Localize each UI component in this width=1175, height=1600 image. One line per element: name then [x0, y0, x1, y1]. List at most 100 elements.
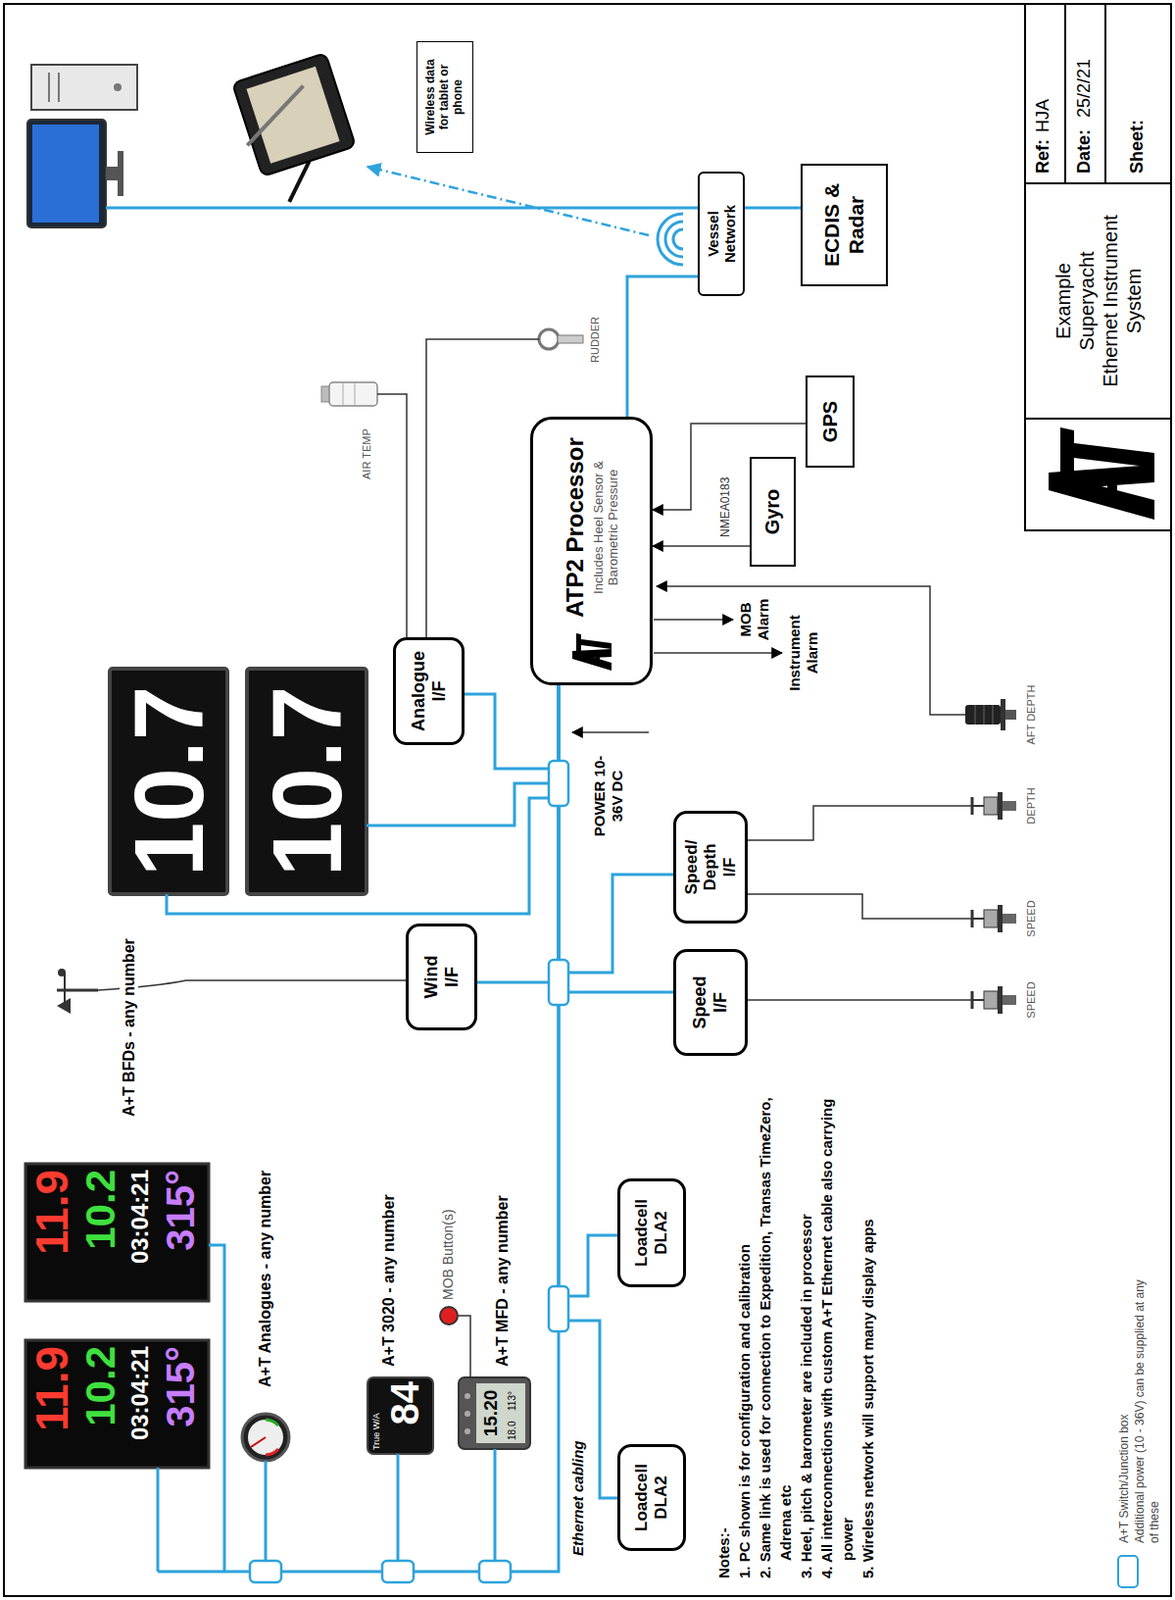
instrument-box: Vessel Network: [697, 171, 745, 296]
ethernet-cable: [396, 1453, 400, 1571]
junction-box: [382, 1560, 414, 1582]
mfd-button: [464, 1410, 471, 1417]
ethernet-cable: [493, 1448, 497, 1571]
pc-stand: [105, 166, 118, 181]
box-title: ECDIS & Radar: [820, 176, 868, 275]
pc-tower-button: [113, 83, 122, 92]
valve-flange: [997, 791, 1003, 820]
legend-text: A+T Switch/Junction box: [1117, 1413, 1132, 1543]
box-title: Analogue I/F: [408, 646, 449, 735]
display-group-label: A+T MFD - any number: [492, 1194, 512, 1367]
wifi-symbol: [665, 221, 684, 257]
instrument-box: ATP2 ProcessorIncludes Heel Sensor & Bar…: [530, 416, 653, 686]
title-divider: [1104, 3, 1107, 184]
note-text: 1. PC shown is for configuration and cal…: [734, 1082, 755, 1578]
display-reading: 84: [382, 1380, 428, 1452]
box-content: Wind I/F: [421, 949, 462, 1004]
air-temp-sensor: [354, 382, 356, 406]
power-arrow: [572, 731, 649, 734]
note-text: 4. All interconnections with custom A+T …: [816, 1082, 858, 1578]
transducer-probe: [1005, 709, 1017, 720]
instrument-box: GPS: [805, 375, 855, 468]
box-title: Loadcell DLA2: [632, 1455, 671, 1539]
box-subtitle: Includes Heel Sensor & Barometric Pressu…: [591, 441, 622, 614]
title-value: HJA: [1032, 98, 1055, 133]
display-reading: 18.0: [505, 1420, 520, 1440]
transducer-body: [965, 704, 1001, 725]
mfd-button: [464, 1392, 471, 1399]
box-content: Loadcell DLA2: [632, 1455, 671, 1539]
callout-label: MOB Button(s): [440, 1208, 457, 1300]
box-content: Vessel Network: [704, 195, 739, 273]
rudder-sensor: [557, 335, 584, 343]
pc-tower-slot: [57, 72, 60, 102]
display-reading: 03:04:21: [125, 1169, 155, 1299]
title-divider: [1064, 3, 1067, 184]
title-field: Date:: [1074, 129, 1096, 174]
display-group-label: A+T Analogues - any number: [255, 1170, 275, 1387]
box-title: Gyro: [761, 489, 784, 536]
power-label: POWER 10-36V DC: [590, 744, 627, 847]
bfd-display: [109, 668, 228, 894]
rudder-sensor: [538, 329, 559, 349]
pc-monitor: [27, 119, 106, 228]
title-field: Ref:: [1032, 139, 1055, 174]
valve-flange: [997, 985, 1003, 1014]
display-reading: 15.20: [480, 1382, 502, 1443]
ethernet-cable: [264, 1460, 268, 1571]
analogue-dial-face: [247, 1419, 284, 1455]
connector: [652, 544, 750, 547]
box-title: Loadcell DLA2: [632, 1190, 671, 1274]
box-content: GPS: [819, 400, 842, 442]
wind-vane-cup: [57, 968, 66, 977]
instrument-box: Loadcell DLA2: [617, 1177, 686, 1287]
pc-stand: [117, 150, 124, 196]
display-3020: [367, 1376, 434, 1454]
connector: [558, 685, 674, 992]
junction-box: [548, 760, 569, 806]
signal-label: NMEA0183: [718, 477, 733, 538]
wireless-link: [367, 166, 649, 236]
speed-transducer: [972, 985, 1017, 1014]
sensor-cable: [97, 979, 406, 990]
display-reading: 315°: [156, 1345, 204, 1466]
title-block: [1025, 3, 1172, 531]
box-content: ATP2 ProcessorIncludes Heel Sensor & Bar…: [561, 437, 622, 618]
connector: [558, 685, 674, 973]
analogue-display: [25, 1163, 209, 1301]
legend-note: Additional power (10 - 36V) can be suppl…: [1132, 1272, 1163, 1543]
mfd-display: [458, 1376, 531, 1449]
connector: [744, 206, 801, 210]
wifi-symbol: [673, 229, 684, 249]
title-divider: [1025, 182, 1172, 185]
valve-body: [983, 990, 998, 1009]
instrument-box: Speed/ Depth I/F: [673, 810, 748, 924]
junction-box: [479, 1560, 511, 1582]
title-field: Sheet:: [1126, 119, 1149, 174]
box-title: Wind I/F: [421, 949, 462, 1004]
connector: [464, 685, 559, 769]
valve-stem: [972, 917, 984, 920]
pc-tower: [31, 64, 138, 110]
transducer-probe: [1002, 913, 1017, 924]
junction-box: [249, 1560, 282, 1582]
box-content: Gyro: [761, 489, 784, 536]
transducer-probe: [1002, 800, 1017, 811]
aft-depth-transducer: [965, 698, 1017, 731]
ethernet-cable: [208, 1244, 225, 1571]
note-text: 2. Same link is used for connection to E…: [754, 1082, 796, 1578]
logo: [1074, 442, 1155, 468]
display-reading: 10.2: [78, 1169, 124, 1299]
mob-wire: [458, 1315, 471, 1377]
box-title: ATP2 Processor: [561, 437, 589, 618]
air-temp-sensor: [342, 382, 344, 406]
display-group-label: A+T 3020 - any number: [379, 1193, 398, 1367]
title-divider: [1025, 417, 1172, 420]
box-content: ECDIS & Radar: [820, 176, 868, 275]
ethernet-cable: [105, 206, 698, 210]
box-content: Speed I/F: [689, 973, 731, 1032]
display-reading: 10.7: [113, 668, 224, 894]
cable-label: Ethernet cabling: [569, 1439, 588, 1556]
display-reading: 11.9: [27, 1169, 77, 1299]
drawing-title: Example Superyacht Ethernet Instrument S…: [1025, 183, 1172, 419]
